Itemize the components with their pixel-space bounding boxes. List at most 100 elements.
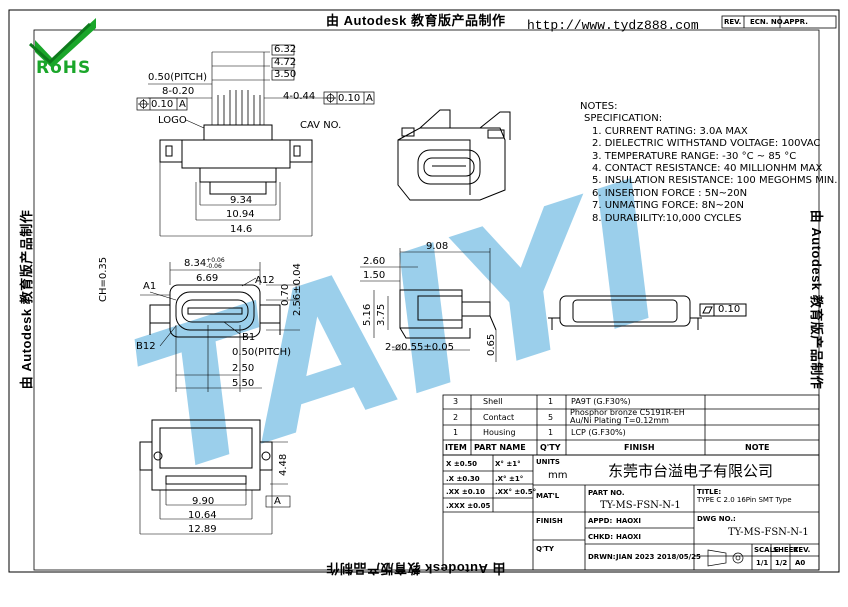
- drwn-value: JIAN 2023 2018/05/25: [616, 553, 701, 561]
- datum-a-label: A: [274, 496, 281, 507]
- tol-right-value: 0.10: [338, 93, 361, 104]
- dim-5-16: 5.16: [362, 303, 373, 326]
- appd-value: HAOXI: [616, 517, 641, 525]
- bom-row-2-qty: 5: [548, 413, 554, 422]
- qty-label: Q'TY: [536, 545, 554, 553]
- note-item-3: 3. TEMPERATURE RANGE: -30 °C ~ 85 °C: [592, 150, 797, 162]
- watermark-top: 由 Autodesk 教育版产品制作: [326, 13, 506, 28]
- title-line1: TYPE C 2.0 16Pin SMT Type: [697, 496, 792, 504]
- outer-frame: [8, 9, 840, 573]
- dim-9-08: 9.08: [426, 241, 449, 252]
- top-view-pins: [217, 90, 261, 125]
- dim-5-50: 5.50: [232, 378, 255, 389]
- dim-4-044: 4-0.44: [283, 91, 316, 102]
- notes-subtitle: SPECIFICATION:: [584, 113, 663, 125]
- dim-8-34: 8.34+0.06-0.06: [184, 258, 225, 270]
- dim-12-89: 12.89: [188, 524, 217, 535]
- dim-10-64: 10.64: [188, 510, 217, 521]
- scale-value: 1/1: [756, 559, 769, 567]
- notes-block: NOTES: SPECIFICATION: 1. CURRENT RATING:…: [580, 101, 837, 225]
- rev-label: REV.: [793, 546, 811, 554]
- matl-label: MAT'L: [536, 492, 560, 500]
- dim-0-65: 0.65: [486, 333, 497, 356]
- title-block: [442, 454, 820, 571]
- tol-ang1: .X° ±1°: [495, 475, 524, 483]
- units-label: UNITS: [536, 458, 560, 466]
- label-b1: B1: [242, 332, 256, 343]
- rohs-check-icon: [28, 18, 96, 68]
- top-view-tolerance-frames: [136, 44, 375, 111]
- bom-header-qty: Q'TY: [540, 443, 561, 452]
- watermark-right: 由 Autodesk 教育版产品制作: [809, 209, 825, 390]
- label-a1: A1: [143, 281, 157, 292]
- dwg-no-value: TY-MS-FSN-N-1: [728, 527, 809, 538]
- bom-header-part: PART NAME: [474, 443, 526, 452]
- flatness-value: 0.10: [718, 304, 741, 315]
- dim-8-34-tol-minus: -0.06: [206, 263, 222, 270]
- top-view-outline: [159, 124, 313, 195]
- watermark-bottom: 由 Autodesk 教育版产品制作: [326, 561, 506, 576]
- revision-header: [721, 15, 837, 29]
- dim-8-34-tol-plus: +0.06: [206, 257, 225, 264]
- part-no-label: PART NO.: [588, 489, 625, 497]
- bom-header-note: NOTE: [745, 443, 770, 452]
- bom-row-1-part: Housing: [483, 428, 516, 437]
- dim-9-90: 9.90: [192, 496, 215, 507]
- bom-row-2-finish: Phosphor bronze C5191R-EH Au/Ni Plating …: [570, 409, 685, 425]
- website-url: http://www.tydz888.com: [527, 18, 699, 33]
- cav-no-callout: CAV NO.: [300, 120, 342, 131]
- note-item-6: 6. INSERTION FORCE : 5N~20N: [592, 187, 748, 199]
- dim-ch: CH=0.35: [98, 256, 109, 302]
- tol-left-datum: A: [179, 99, 186, 110]
- dim-6-69: 6.69: [196, 273, 219, 284]
- dim-1-50: 1.50: [363, 270, 386, 281]
- note-item-4: 4. CONTACT RESISTANCE: 40 MILLIONHM MAX: [592, 163, 823, 175]
- bom-row-2-finish-line1: Phosphor bronze C5191R-EH: [570, 408, 685, 417]
- note-item-2: 2. DIELECTRIC WITHSTAND VOLTAGE: 100VAC: [592, 138, 821, 150]
- label-b12: B12: [136, 341, 156, 352]
- dwg-no-label: DWG NO.:: [697, 515, 736, 523]
- note-item-7: 7. UNMATING FORCE: 8N~20N: [592, 200, 745, 212]
- drwn-label: DRWN:: [588, 553, 616, 561]
- dim-9-34: 9.34: [230, 195, 253, 206]
- iso-view: [397, 109, 511, 201]
- tol-x1: .X ±0.30: [446, 475, 480, 483]
- note-item-5: 5. INSULATION RESISTANCE: 100 MEGOHMS MI…: [592, 175, 838, 187]
- chkd-value: HAOXI: [616, 533, 641, 541]
- dim-2-50: 2.50: [232, 363, 255, 374]
- bom-header-item: ITEM: [445, 443, 467, 452]
- dim-3-75: 3.75: [376, 303, 387, 326]
- logo-callout: LOGO: [158, 115, 187, 126]
- finish-label: FINISH: [536, 517, 563, 525]
- units-value: mm: [548, 470, 568, 481]
- dim-8-34-tolerance: +0.06-0.06: [206, 258, 224, 270]
- dim-4-72: 4.72: [274, 57, 297, 68]
- front-view-dimension-lines: [140, 262, 300, 392]
- bom-row-3-part: Shell: [483, 397, 503, 406]
- dim-6-32: 6.32: [274, 44, 297, 55]
- bottom-view-dimension-lines: [139, 441, 291, 535]
- dim-2-56: 2.56±0.04: [292, 263, 303, 316]
- bom-row-1-item: 1: [453, 428, 459, 437]
- side-view: [399, 289, 497, 339]
- sheet-value: 1/2: [775, 559, 788, 567]
- rev-header-ecn: ECN. NO.: [750, 18, 786, 26]
- bom-row-2-part: Contact: [483, 413, 515, 422]
- position-symbol-icons: [138, 93, 336, 109]
- notes-title: NOTES:: [580, 101, 618, 112]
- note-item-8: 8. DURABILITY:10,000 CYCLES: [592, 212, 742, 224]
- rev-header-appr: APPR.: [784, 18, 808, 26]
- dim-front-pitch: 0.50(PITCH): [232, 347, 292, 358]
- tol-ang2: .XX° ±0.5°: [495, 488, 537, 496]
- bottom-view: [139, 419, 273, 491]
- appd-label: APPD:: [588, 517, 613, 525]
- rohs-label: RoHS: [36, 58, 92, 78]
- dim-holes: 2-ø0.55±0.05: [385, 342, 454, 353]
- bom-row-3-item: 3: [453, 397, 459, 406]
- end-view: [548, 295, 747, 330]
- note-item-1: 1. CURRENT RATING: 3.0A MAX: [592, 125, 748, 137]
- inner-frame: [33, 29, 820, 571]
- side-view-dimension-lines: [360, 248, 497, 362]
